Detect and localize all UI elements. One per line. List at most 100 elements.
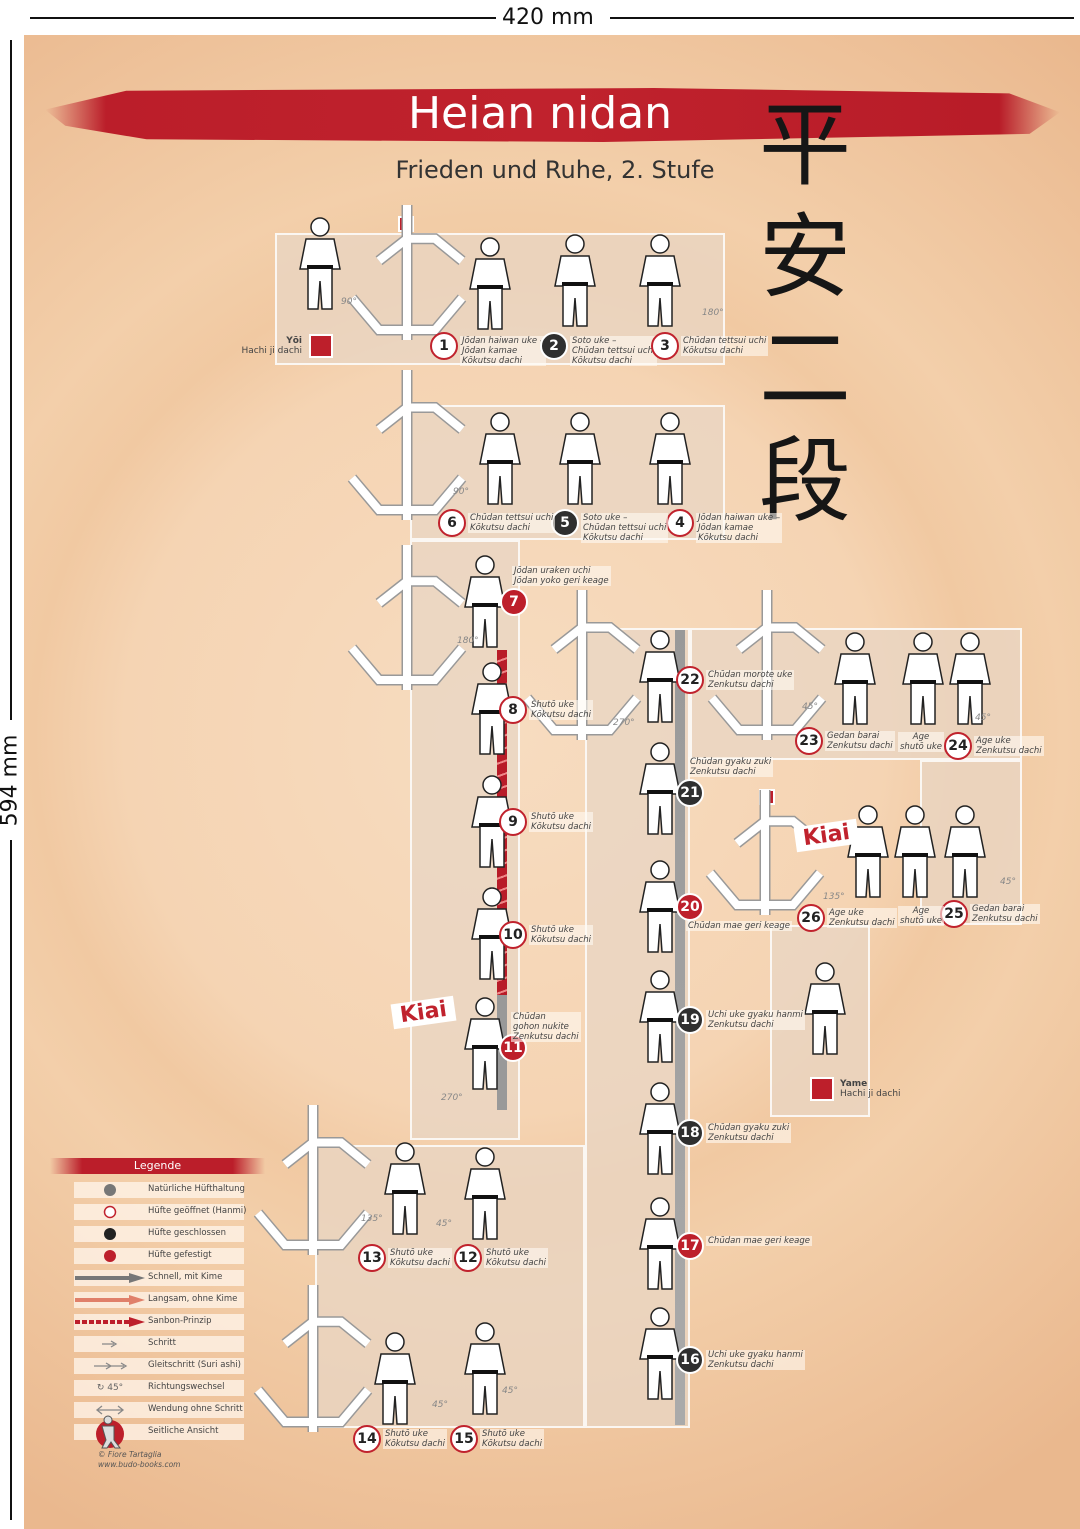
step-label-10: Shutō uke Kōkutsu dachi <box>529 925 593 945</box>
step-number-19: 19 <box>676 1006 704 1034</box>
embusen-anchor <box>253 1105 373 1255</box>
step-number-20: 20 <box>676 893 704 921</box>
path-panel <box>315 1145 585 1428</box>
height-dimension-line <box>10 40 12 720</box>
legend-item-label: Hüfte geöffnet (Hanmi) <box>148 1206 247 1216</box>
turn-angle: 45° <box>107 1383 124 1393</box>
step-number-1: 1 <box>430 332 458 360</box>
step-number-3: 3 <box>651 332 679 360</box>
step-label-12: Shutō uke Kōkutsu dachi <box>484 1248 548 1268</box>
step-label-2: Soto uke – Chūdan tettsui uchi Kōkutsu d… <box>570 336 658 366</box>
legend-item-label: Schnell, mit Kime <box>148 1272 223 1282</box>
direction-change-angle: 135° <box>823 892 845 902</box>
step-label-16: Uchi uke gyaku hanmi Zenkutsu dachi <box>706 1350 805 1370</box>
step-label-6: Chūdan tettsui uchi Kōkutsu dachi <box>468 513 556 533</box>
end-label: Yame Hachi ji dachi <box>840 1079 901 1099</box>
karateka-figure <box>847 805 889 898</box>
step-number-23: 23 <box>795 727 823 755</box>
karateka-figure <box>469 237 511 330</box>
step-label-11: Chūdan gohon nukite Zenkutsu dachi <box>511 1012 581 1042</box>
step-number-24: 24 <box>944 732 972 760</box>
height-dimension-line <box>10 840 12 1520</box>
step-label-24: Age uke Zenkutsu dachi <box>974 736 1044 756</box>
legend-item-label: Sanbon-Prinzip <box>148 1316 212 1326</box>
page-subtitle: Frieden und Ruhe, 2. Stufe <box>395 156 715 184</box>
step-number-15: 15 <box>450 1425 478 1453</box>
step-label-21: Chūdan gyaku zuki Zenkutsu dachi <box>688 757 774 777</box>
karateka-figure <box>639 1307 681 1400</box>
step-number-18: 18 <box>676 1119 704 1147</box>
end-marker <box>810 1077 834 1101</box>
intermediate-label: Age shutō uke <box>898 906 944 926</box>
step-label-22: Chūdan morote uke Zenkutsu dachi <box>706 670 795 690</box>
width-label: 420 mm <box>496 5 600 30</box>
red-dot-icon <box>104 1250 116 1262</box>
legend-item: Natürliche Hüfthaltung <box>74 1182 245 1198</box>
direction-change-angle: 45° <box>802 702 818 712</box>
open-red-circle-icon <box>103 1205 117 1219</box>
karateka-figure <box>944 805 986 898</box>
karateka-figure <box>639 234 681 327</box>
direction-change-angle: 180° <box>702 308 724 318</box>
legend-item-label: Hüfte geschlossen <box>148 1228 227 1238</box>
step-number-22: 22 <box>676 666 704 694</box>
direction-change-angle: 90° <box>341 297 357 307</box>
grey-arrow-icon <box>75 1273 145 1283</box>
direction-change-angle: 45° <box>975 713 991 723</box>
grey-dot-icon <box>104 1184 116 1196</box>
start-stance: Hachi ji dachi <box>241 346 302 356</box>
karateka-figure <box>949 632 991 725</box>
legend-item: Gleitschritt (Suri ashi) <box>74 1358 244 1374</box>
light-red-arrow-icon <box>75 1295 145 1305</box>
credit-author: © Fiore Tartaglia <box>98 1450 162 1459</box>
step-label-8: Shutō uke Kōkutsu dachi <box>529 700 593 720</box>
embusen-anchor <box>347 205 467 340</box>
legend-item: ↻ 45°Richtungswechsel <box>74 1380 244 1396</box>
direction-change-angle: 45° <box>1000 877 1016 887</box>
legend-item: Sanbon-Prinzip <box>74 1314 244 1330</box>
karateka-figure <box>559 412 601 505</box>
step-number-12: 12 <box>454 1244 482 1272</box>
embusen-anchor <box>707 590 827 740</box>
embusen-anchor <box>347 545 467 690</box>
step-arrow-icon <box>102 1340 118 1348</box>
credit: © Fiore Tartaglia www.budo-books.com <box>98 1450 180 1470</box>
karateka-figure <box>554 234 596 327</box>
step-number-21: 21 <box>676 779 704 807</box>
step-number-13: 13 <box>358 1244 386 1272</box>
start-name: Yōi <box>286 336 302 346</box>
step-label-13: Shutō uke Kōkutsu dachi <box>388 1248 452 1268</box>
legend-item: Hüfte gefestigt <box>74 1248 244 1264</box>
title-brush-banner <box>45 88 1060 142</box>
legend-item: Seitliche Ansicht <box>74 1415 244 1449</box>
legend-item-label: Richtungswechsel <box>148 1382 225 1392</box>
karateka-figure <box>479 412 521 505</box>
double-arrow-icon <box>95 1405 125 1415</box>
legend-item-label: Natürliche Hüfthaltung <box>148 1184 245 1194</box>
step-number-8: 8 <box>499 696 527 724</box>
credit-website: www.budo-books.com <box>98 1460 181 1469</box>
direction-change-angle: 45° <box>502 1386 518 1396</box>
legend-title: Legende <box>50 1158 265 1174</box>
karateka-figure <box>299 217 341 310</box>
karateka-figure <box>804 962 846 1055</box>
direction-change-angle: 270° <box>441 1093 463 1103</box>
embusen-anchor <box>347 370 467 520</box>
step-label-17: Chūdan mae geri keage <box>706 1236 812 1246</box>
karateka-figure <box>834 632 876 725</box>
legend-item: Hüfte geöffnet (Hanmi) <box>74 1204 247 1220</box>
direction-change-angle: 45° <box>436 1219 452 1229</box>
direction-change-angle: 90° <box>453 487 469 497</box>
step-number-16: 16 <box>676 1346 704 1374</box>
end-stance: Hachi ji dachi <box>840 1089 901 1099</box>
karateka-figure <box>464 1322 506 1415</box>
karateka-figure <box>464 1147 506 1240</box>
step-number-2: 2 <box>540 332 568 360</box>
kanji-calligraphy: 平安二段 <box>758 92 851 535</box>
step-label-1: Jōdan haiwan uke – Jōdan kamae Kōkutsu d… <box>460 336 547 366</box>
step-label-25: Gedan barai Zenkutsu dachi <box>970 904 1040 924</box>
step-label-18: Chūdan gyaku zuki Zenkutsu dachi <box>706 1123 792 1143</box>
step-label-3: Chūdan tettsui uchi Kōkutsu dachi <box>681 336 769 356</box>
